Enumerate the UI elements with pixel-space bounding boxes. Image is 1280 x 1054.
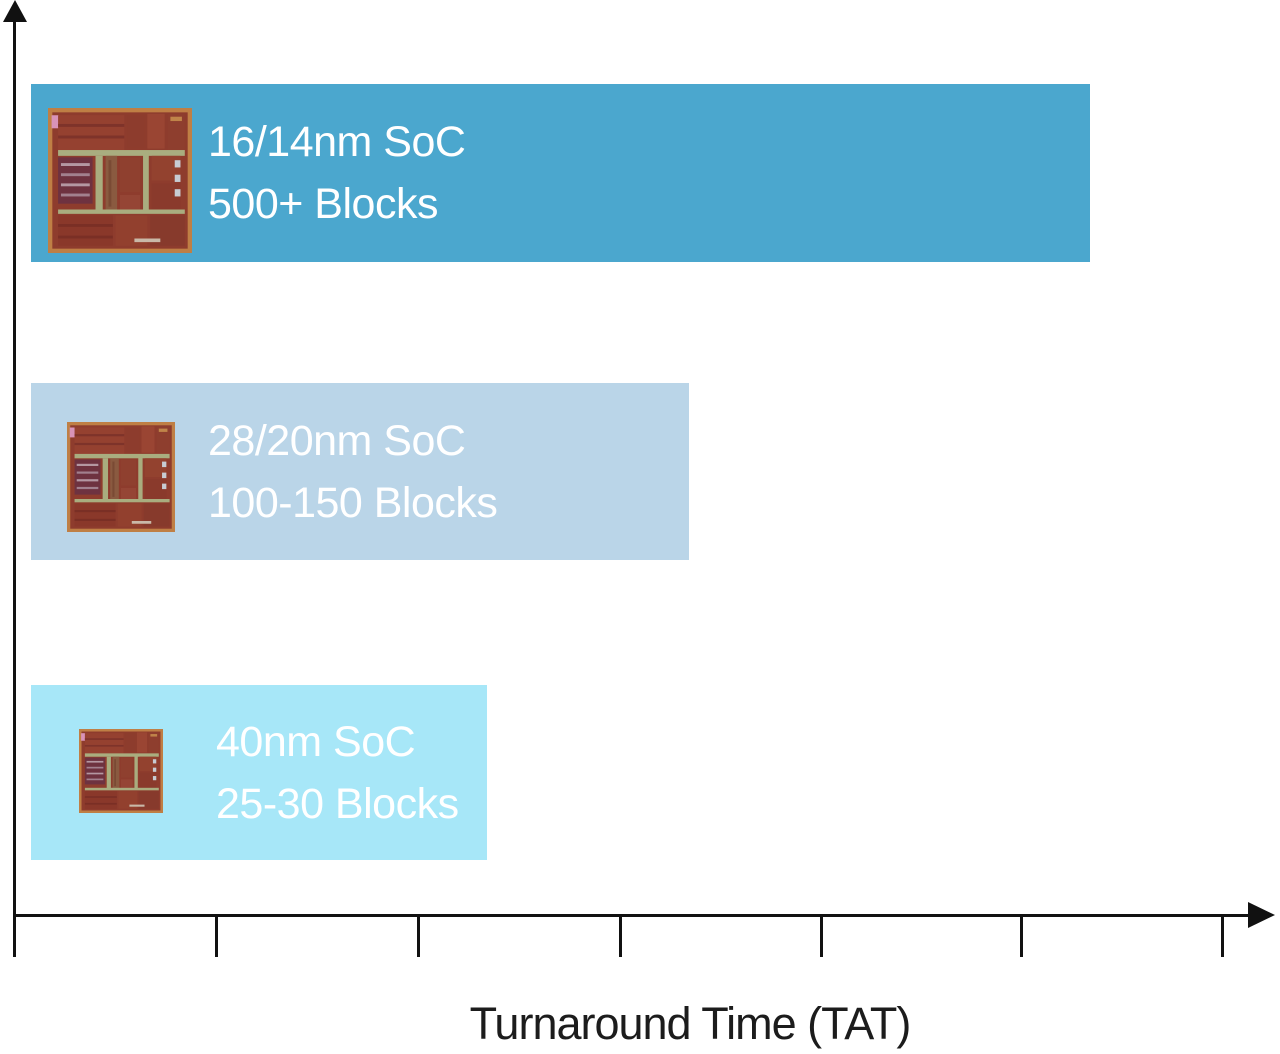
- x-axis-tick: [417, 915, 420, 957]
- chip-die-image: [79, 729, 163, 813]
- arrow-body: [31, 84, 1090, 262]
- arrow-label-line2: 25-30 Blocks: [216, 779, 459, 828]
- y-axis-arrow-icon: [3, 0, 27, 22]
- chip-die-image: [48, 108, 192, 253]
- arrow-label-line1: 28/20nm SoC: [208, 416, 466, 465]
- x-axis-tick: [215, 915, 218, 957]
- x-axis-title: Turnaround Time (TAT): [469, 998, 912, 1049]
- x-axis-arrow-icon: [1248, 902, 1275, 928]
- arrow-label-line1: 40nm SoC: [216, 717, 416, 766]
- arrow-label: 28/20nm SoC 100-150 Blocks: [208, 383, 498, 560]
- arrow-label-line1: 16/14nm SoC: [208, 118, 466, 166]
- x-axis-tick: [1020, 915, 1023, 957]
- arrow-label-line2: 100-150 Blocks: [208, 478, 498, 527]
- x-axis-tick: [1221, 915, 1224, 957]
- arrow-label: 16/14nm SoC 500+ Blocks: [208, 84, 466, 262]
- y-axis-line: [13, 14, 16, 957]
- arrow-label-line2: 500+ Blocks: [208, 180, 438, 228]
- chip-die-image: [67, 422, 175, 532]
- x-axis-tick: [619, 915, 622, 957]
- x-axis-line: [13, 914, 1253, 917]
- x-axis-tick: [820, 915, 823, 957]
- arrow-label: 40nm SoC 25-30 Blocks: [216, 685, 459, 860]
